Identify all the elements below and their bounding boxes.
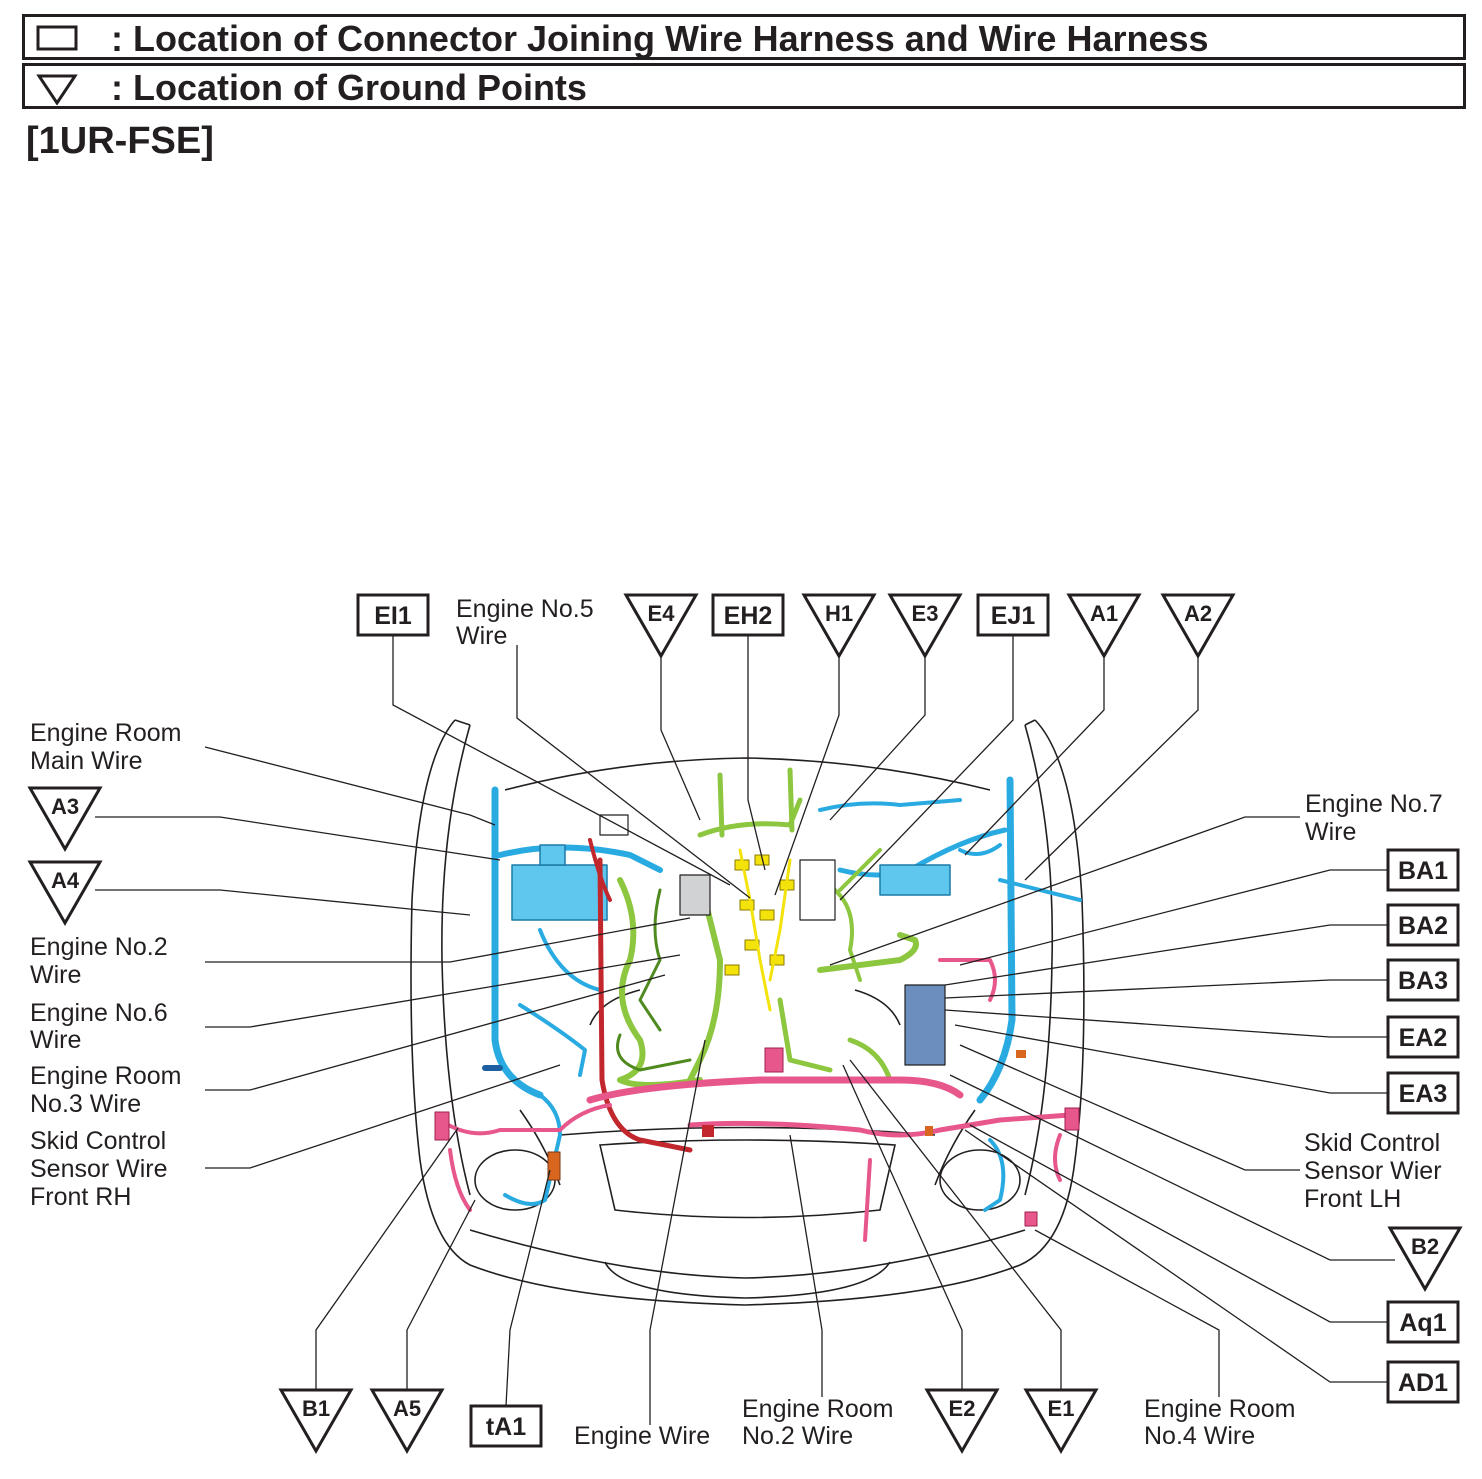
svg-text:tA1: tA1 [486, 1413, 526, 1441]
svg-text:A5: A5 [393, 1396, 421, 1421]
ground-A2: A2 [1160, 593, 1236, 660]
svg-text:BA3: BA3 [1398, 967, 1448, 995]
connector-EI1: EI1 [356, 593, 430, 637]
svg-text:E1: E1 [1048, 1396, 1075, 1421]
svg-text:E3: E3 [912, 601, 939, 626]
ground-A1: A1 [1066, 593, 1142, 660]
legend-ground-text: : Location of Ground Points [111, 67, 587, 108]
svg-text:EA3: EA3 [1399, 1080, 1448, 1108]
svg-text:BA2: BA2 [1398, 912, 1448, 940]
svg-text:B2: B2 [1411, 1234, 1439, 1259]
ground-B1: B1 [278, 1388, 354, 1455]
ground-E4: E4 [623, 593, 699, 660]
ground-E3: E3 [887, 593, 963, 660]
ground-markers: E4 H1 E3 A1 A2 A3 A4 B2 B1 A5 E2 E1 [27, 593, 1463, 1455]
vehicle-outline [410, 719, 1085, 1306]
connector-tA1: tA1 [469, 1404, 543, 1448]
svg-text:B1: B1 [302, 1396, 330, 1421]
ground-E1: E1 [1023, 1388, 1099, 1455]
connector-markers: EI1 EH2 EJ1 BA1 BA2 BA3 EA2 EA3 Aq1 AD1 … [356, 593, 1460, 1448]
svg-text:Aq1: Aq1 [1399, 1309, 1446, 1337]
connector-AD1: AD1 [1386, 1360, 1460, 1404]
connector-BA3: BA3 [1386, 958, 1460, 1002]
svg-text:EI1: EI1 [374, 602, 412, 630]
connector-BA1: BA1 [1386, 848, 1460, 892]
svg-text:A4: A4 [51, 868, 80, 893]
connector-EA3: EA3 [1386, 1071, 1460, 1115]
ground-B2: B2 [1387, 1226, 1463, 1293]
svg-text:H1: H1 [825, 601, 853, 626]
ground-triangle-icon [36, 74, 78, 105]
legend-connector-text: : Location of Connector Joining Wire Har… [111, 18, 1209, 59]
connector-Aq1: Aq1 [1386, 1300, 1460, 1344]
svg-text:A2: A2 [1184, 601, 1212, 626]
svg-text:E4: E4 [648, 601, 676, 626]
svg-text:A3: A3 [51, 794, 79, 819]
connector-EH2: EH2 [711, 593, 785, 637]
svg-text:BA1: BA1 [1398, 857, 1448, 885]
leader-lines [95, 636, 1395, 1425]
svg-text:E2: E2 [949, 1396, 976, 1421]
ground-A4: A4 [27, 860, 103, 927]
connector-EA2: EA2 [1386, 1015, 1460, 1059]
ground-E2: E2 [924, 1388, 1000, 1455]
legend-ground-row: : Location of Ground Points [22, 63, 1466, 109]
ground-A5: A5 [369, 1388, 445, 1455]
svg-text:EH2: EH2 [724, 602, 773, 630]
ground-A3: A3 [27, 786, 103, 853]
label-engine-wire: Engine Wire [574, 1422, 710, 1450]
connector-box-icon [36, 25, 78, 51]
connector-BA2: BA2 [1386, 903, 1460, 947]
legend-connector-row: : Location of Connector Joining Wire Har… [22, 14, 1466, 60]
svg-text:AD1: AD1 [1398, 1369, 1448, 1397]
engine-code-title: [1UR-FSE] [26, 120, 214, 162]
svg-text:EJ1: EJ1 [991, 602, 1036, 630]
svg-text:A1: A1 [1090, 601, 1118, 626]
svg-text:EA2: EA2 [1399, 1024, 1448, 1052]
connector-EJ1: EJ1 [976, 593, 1050, 637]
ground-H1: H1 [801, 593, 877, 660]
